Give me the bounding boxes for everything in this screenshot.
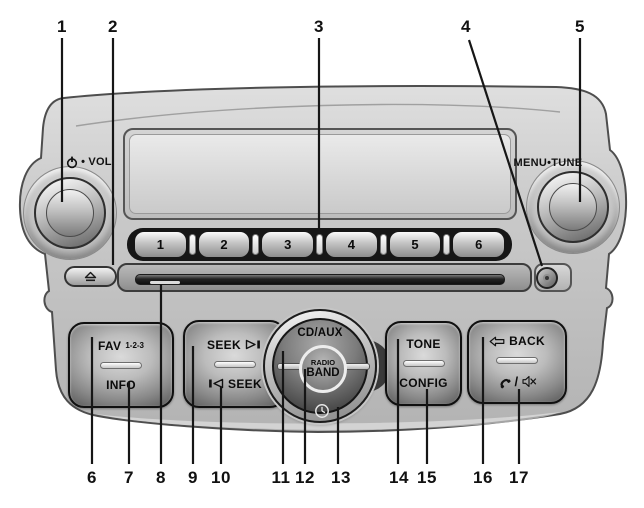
preset-separator [316, 234, 324, 255]
preset-separator [252, 234, 260, 255]
config-button[interactable]: CONFIG [399, 376, 448, 390]
radio-band-button[interactable]: RADIO BAND [299, 345, 347, 393]
tone-button[interactable]: TONE [406, 337, 441, 351]
fav-pages-label: 1-2-3 [125, 341, 145, 350]
fav-button[interactable]: FAV 1-2-3 [97, 338, 145, 353]
volume-separator: • [81, 156, 86, 168]
volume-knob-cap[interactable] [46, 189, 94, 237]
pod-divider [213, 360, 256, 368]
aux-jack-hole [543, 274, 551, 282]
callout-number-16: 16 [473, 468, 493, 487]
seek-pod: SEEK SEEK [183, 320, 286, 408]
callout-number-14: 14 [389, 468, 409, 487]
back-arrow-icon [489, 336, 505, 347]
preset-separator [443, 234, 451, 255]
aux-input-jack [536, 267, 558, 289]
center-control-ring[interactable]: CD/AUX RADIO BAND [263, 309, 377, 423]
seek-back-button[interactable]: SEEK [207, 377, 262, 391]
callout-number-8: 8 [156, 468, 166, 487]
eject-icon [83, 271, 98, 282]
clock-button[interactable] [314, 403, 330, 419]
clock-icon [314, 403, 330, 419]
preset-separator [188, 234, 196, 255]
callout-number-9: 9 [188, 468, 198, 487]
callout-number-13: 13 [331, 468, 351, 487]
info-button[interactable]: INFO [106, 377, 136, 392]
phone-mute-button[interactable]: / [497, 373, 538, 390]
callout-number-6: 6 [87, 468, 97, 487]
callout-number-12: 12 [295, 468, 315, 487]
phone-mute-separator: / [514, 374, 519, 389]
power-icon [66, 156, 78, 169]
callout-number-5: 5 [575, 17, 585, 36]
menu-tune-knob-cap[interactable] [549, 183, 597, 231]
callout-number-4: 4 [461, 17, 471, 36]
display-bezel [123, 128, 517, 220]
callout-number-1: 1 [57, 17, 67, 36]
callout-number-17: 17 [509, 468, 529, 487]
preset-separator [379, 234, 387, 255]
back-button[interactable]: BACK [489, 334, 545, 348]
mute-speaker-icon [522, 375, 537, 388]
cd-slot[interactable] [135, 274, 505, 285]
callout-number-10: 10 [211, 468, 231, 487]
pod-divider [100, 361, 142, 369]
callout-number-11: 11 [271, 468, 291, 487]
eject-button[interactable] [64, 266, 117, 287]
power-volume-label: • VOL [48, 154, 130, 170]
callout-number-2: 2 [108, 17, 118, 36]
preset-button-4[interactable]: 4 [326, 232, 377, 257]
seek-forward-button[interactable]: SEEK [207, 338, 262, 352]
fav-info-pod: FAV 1-2-3 INFO [68, 322, 174, 408]
preset-button-1[interactable]: 1 [135, 232, 186, 257]
phone-icon [497, 375, 511, 389]
bottom-lip-highlight [96, 412, 560, 430]
preset-button-3[interactable]: 3 [262, 232, 314, 257]
pod-divider [496, 357, 538, 364]
preset-button-2[interactable]: 2 [198, 232, 250, 257]
seek-back-icon [207, 378, 224, 389]
cd-slot-housing [117, 263, 532, 292]
seek-forward-icon [245, 339, 262, 350]
menu-tune-label: MENU•TUNE [513, 157, 583, 169]
cd-slot-highlight [150, 281, 180, 284]
preset-button-5[interactable]: 5 [389, 232, 441, 257]
volume-label-text: VOL [88, 156, 112, 168]
callout-number-7: 7 [124, 468, 134, 487]
callout-number-15: 15 [417, 468, 437, 487]
back-phone-pod: BACK / [467, 320, 567, 404]
display-screen [129, 134, 511, 214]
pod-divider [402, 360, 445, 367]
cd-aux-button[interactable]: CD/AUX [297, 327, 343, 339]
callout-number-3: 3 [314, 17, 324, 36]
preset-button-6[interactable]: 6 [453, 232, 505, 257]
tone-config-pod: TONE CONFIG [385, 321, 462, 406]
